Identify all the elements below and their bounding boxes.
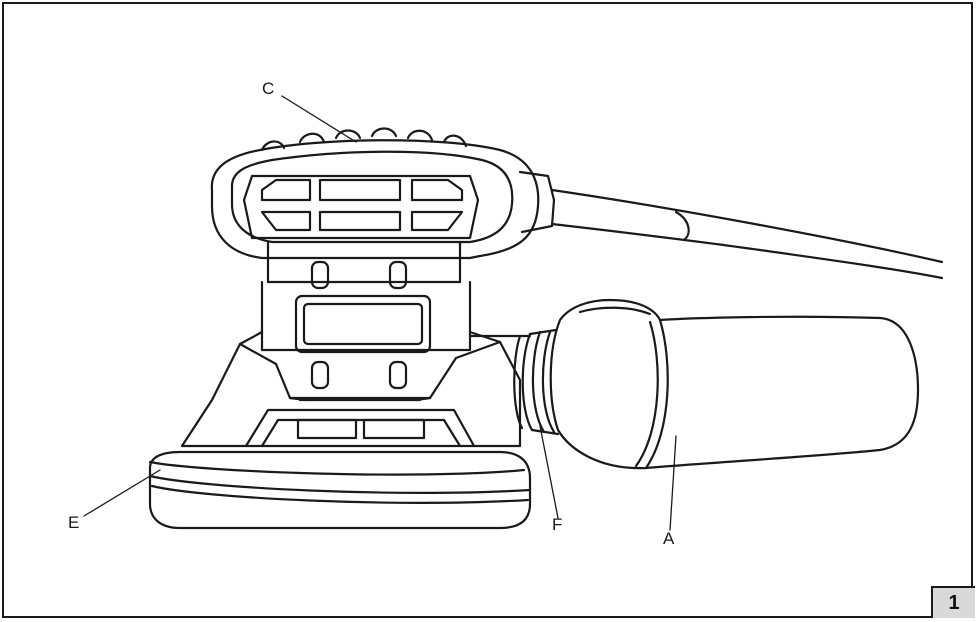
motor-housing	[210, 127, 540, 260]
leader-lines	[83, 95, 677, 531]
callout-f: F	[552, 515, 563, 534]
dust-bag	[549, 298, 920, 470]
callout-c: C	[262, 79, 275, 98]
power-cord	[518, 170, 944, 280]
callout-e: E	[68, 513, 80, 532]
callout-a: A	[663, 529, 675, 548]
body-lower	[180, 330, 532, 448]
sanding-base	[148, 450, 532, 530]
figure-number-badge: 1	[931, 586, 975, 618]
dust-port	[513, 328, 560, 436]
body-neck	[260, 240, 472, 390]
